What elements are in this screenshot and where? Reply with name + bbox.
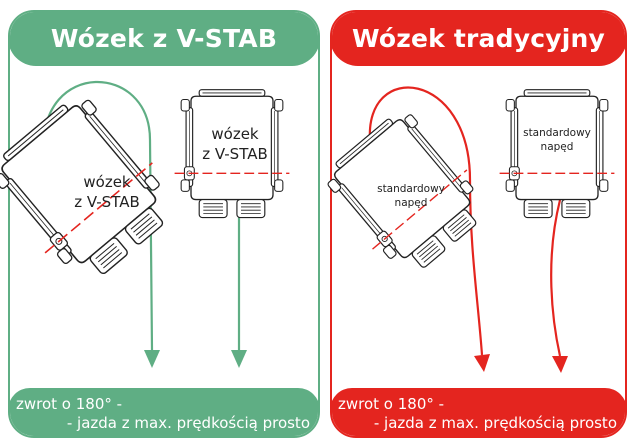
traditional-turn-arrowhead <box>474 354 490 372</box>
traditional-straight-path <box>550 199 562 357</box>
traditional-panel: Wózek tradycyjny zwrot o 180° - - jazda … <box>330 10 627 438</box>
traditional-straight-label-line1: standardowy <box>523 127 591 139</box>
traditional-rotated-label-line1: standardowy <box>377 183 445 195</box>
traditional-panel-footer: zwrot o 180° - - jazda z max. prędkością… <box>332 388 625 436</box>
v-stab-straight-arrowhead <box>231 350 247 368</box>
traditional-panel-title: Wózek tradycyjny <box>332 12 625 66</box>
traditional-straight-label-line2: napęd <box>540 141 574 154</box>
v-stab-turn-arrowhead <box>144 350 160 368</box>
v-stab-panel-title: Wózek z V-STAB <box>10 12 318 66</box>
v-stab-straight-label-line2: z V-STAB <box>202 145 268 164</box>
v-stab-straight-label: wózek z V-STAB <box>180 124 290 165</box>
traditional-turn-path <box>368 86 484 356</box>
v-stab-rotated-label: wózek z V-STAB <box>52 172 162 213</box>
v-stab-straight-label-line1: wózek <box>211 125 259 143</box>
v-stab-panel: Wózek z V-STAB zwrot o 180° - - jazda z … <box>8 10 320 438</box>
traditional-straight-arrowhead <box>552 356 568 373</box>
traditional-footer-line2: - jazda z max. prędkością prosto <box>373 414 617 432</box>
traditional-footer-line1: zwrot o 180° - <box>338 395 445 413</box>
v-stab-footer-line1: zwrot o 180° - <box>16 395 123 413</box>
v-stab-footer-line2: - jazda z max. prędkością prosto <box>66 414 310 432</box>
traditional-rotated-label: standardowy napęd <box>366 182 456 210</box>
traditional-straight-label: standardowy napęd <box>512 126 602 154</box>
v-stab-panel-footer: zwrot o 180° - - jazda z max. prędkością… <box>10 388 318 436</box>
v-stab-rotated-label-line1: wózek <box>83 173 131 191</box>
v-stab-rotated-label-line2: z V-STAB <box>74 193 140 212</box>
traditional-rotated-label-line2: napęd <box>394 197 428 210</box>
